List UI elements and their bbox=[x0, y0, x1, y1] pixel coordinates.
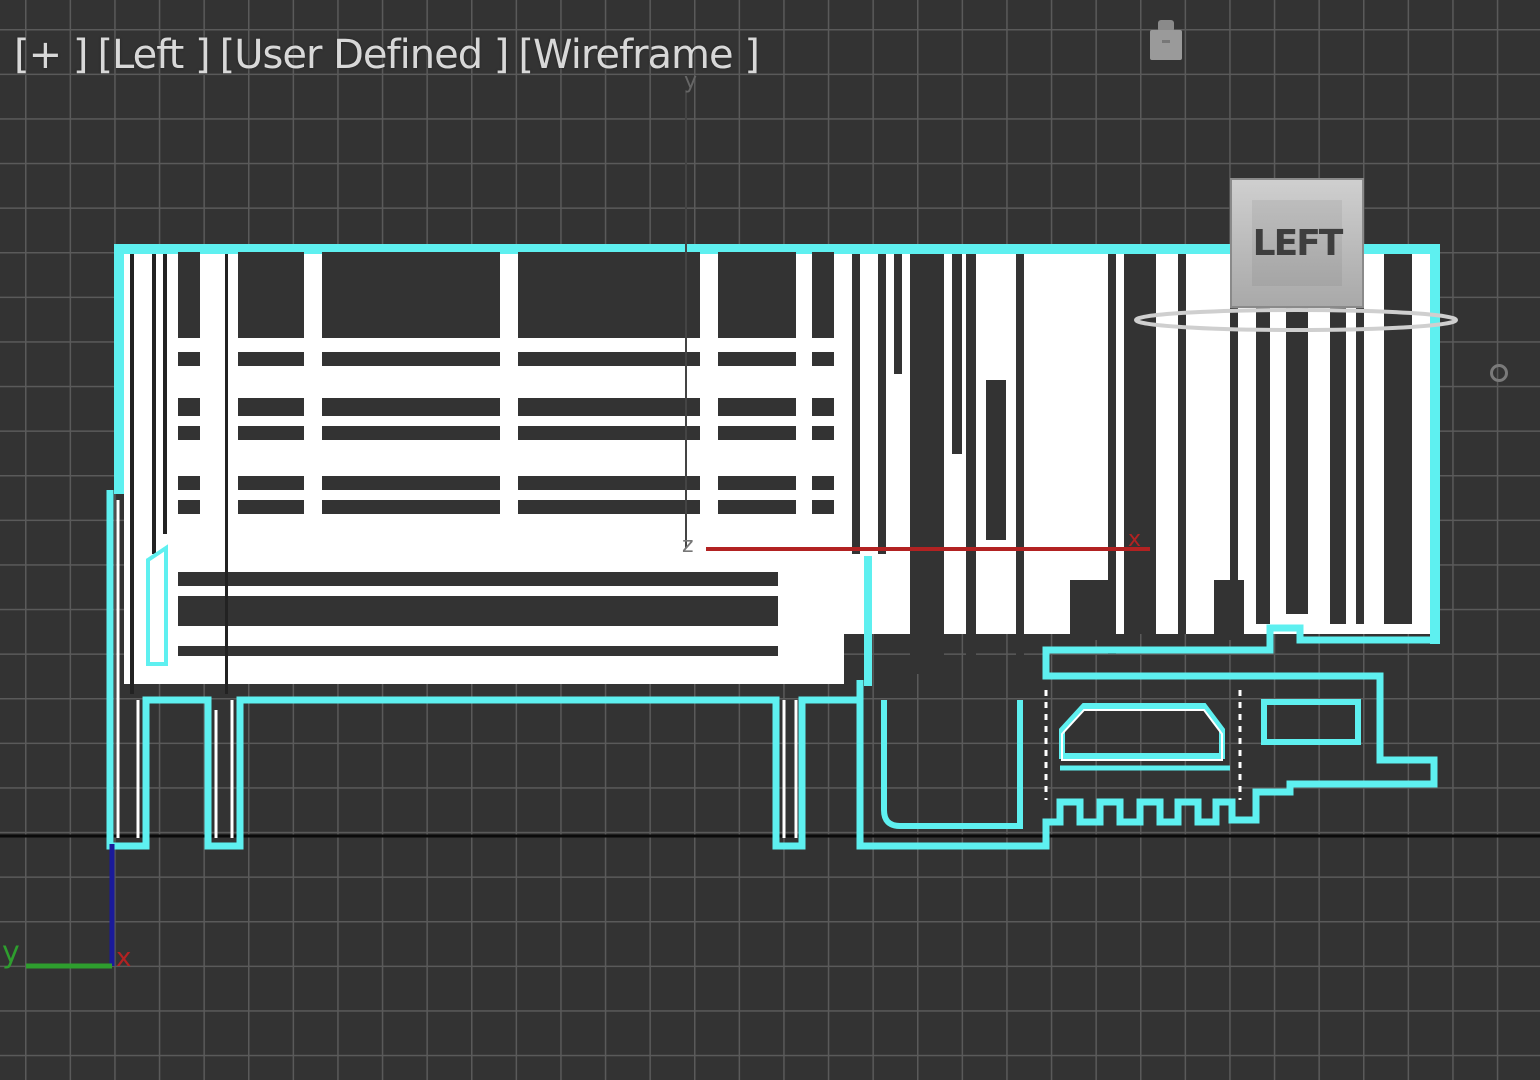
gizmo-y-label: y bbox=[684, 69, 697, 94]
axis-y-label: y bbox=[2, 935, 20, 970]
window-profile-model[interactable] bbox=[106, 244, 1440, 850]
lock-icon[interactable] bbox=[1148, 18, 1184, 62]
axis-x-label: x bbox=[116, 943, 131, 973]
viewcube-compass-ring[interactable] bbox=[1134, 308, 1458, 332]
viewport-shading-menu[interactable]: [User Defined ] bbox=[219, 32, 510, 78]
viewcube-face-left[interactable]: LEFT bbox=[1252, 200, 1343, 286]
gizmo-x-label: x bbox=[1128, 527, 1141, 552]
world-axis-tripod: x y bbox=[2, 844, 131, 973]
gizmo-z-label: z bbox=[682, 533, 694, 558]
viewport-general-menu[interactable]: [+ ] bbox=[14, 32, 88, 78]
viewport-label-menu: [+ ] [Left ] [User Defined ] [Wireframe … bbox=[14, 32, 760, 78]
viewport-point-of-view-menu[interactable]: [Left ] bbox=[97, 32, 210, 78]
transform-gizmo[interactable]: z x y bbox=[682, 69, 1150, 558]
viewport-display-style-menu[interactable]: [Wireframe ] bbox=[518, 32, 759, 78]
viewcube-home-icon[interactable] bbox=[1490, 364, 1508, 382]
viewcube[interactable]: LEFT bbox=[1230, 178, 1364, 308]
